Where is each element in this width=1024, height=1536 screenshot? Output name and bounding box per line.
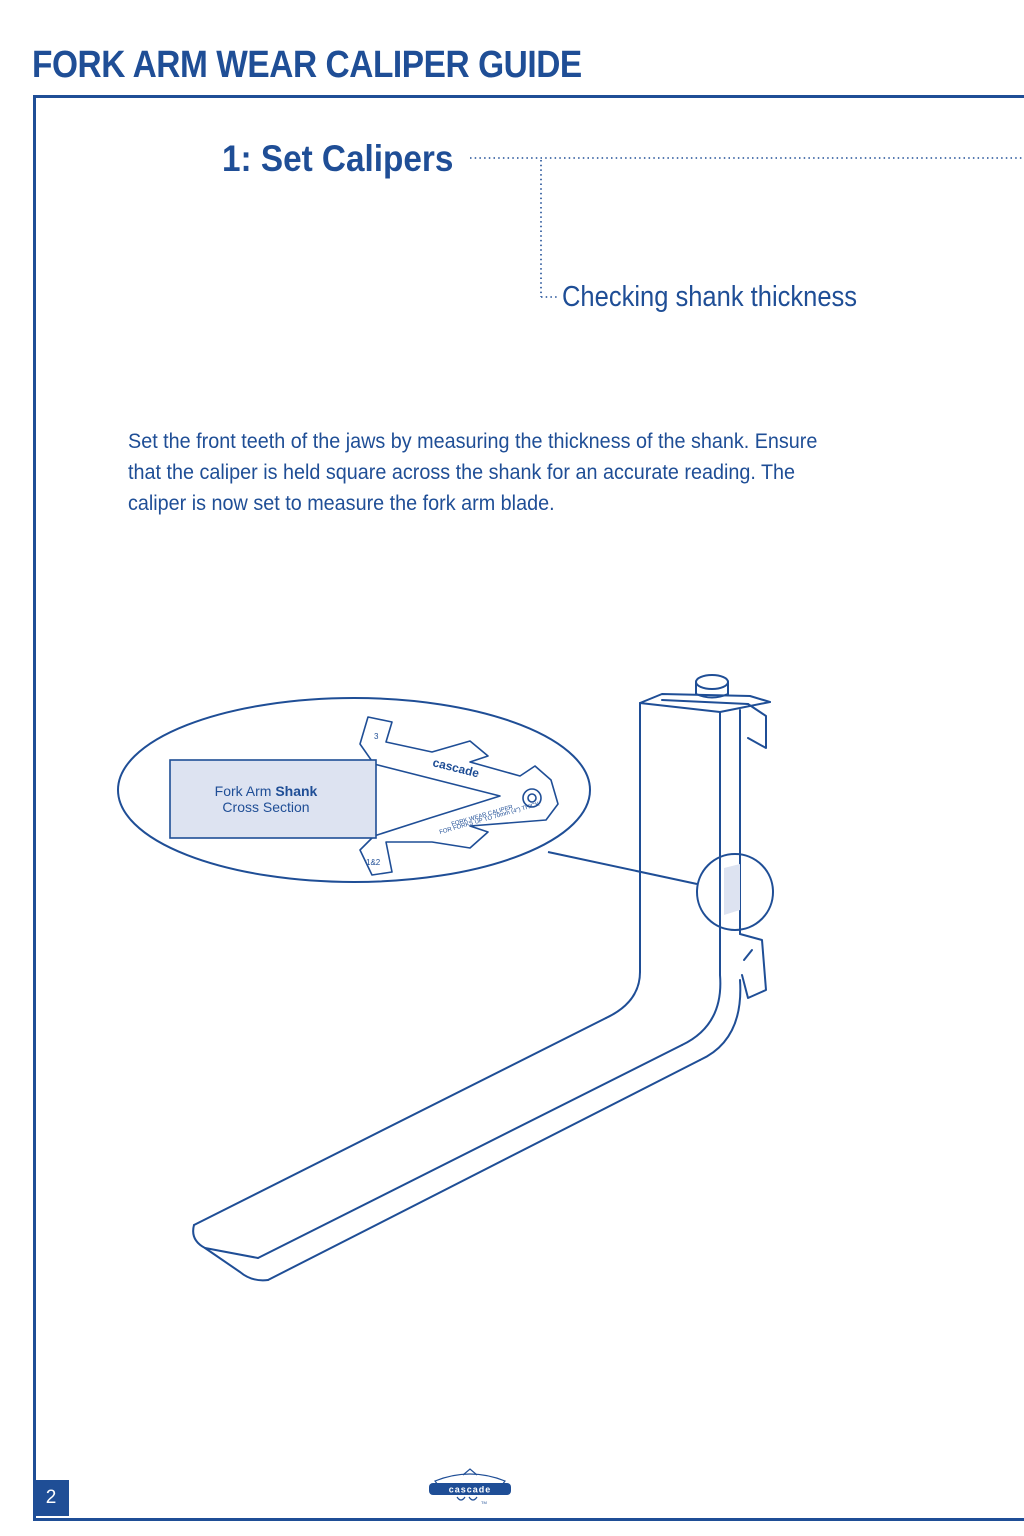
cascade-logo: cascade TM: [429, 1468, 511, 1505]
logo-text: cascade: [449, 1485, 492, 1495]
step-subcaption: Checking shank thickness: [562, 281, 858, 313]
page-frame: [33, 95, 1024, 1521]
instructions-text: Set the front teeth of the jaws by measu…: [128, 429, 818, 515]
logo-tm: TM: [481, 1500, 487, 1505]
page-title: FORK ARM WEAR CALIPER GUIDE: [32, 44, 582, 86]
page-number: 2: [33, 1480, 69, 1516]
step-heading: 1: Set Calipers: [222, 138, 454, 179]
